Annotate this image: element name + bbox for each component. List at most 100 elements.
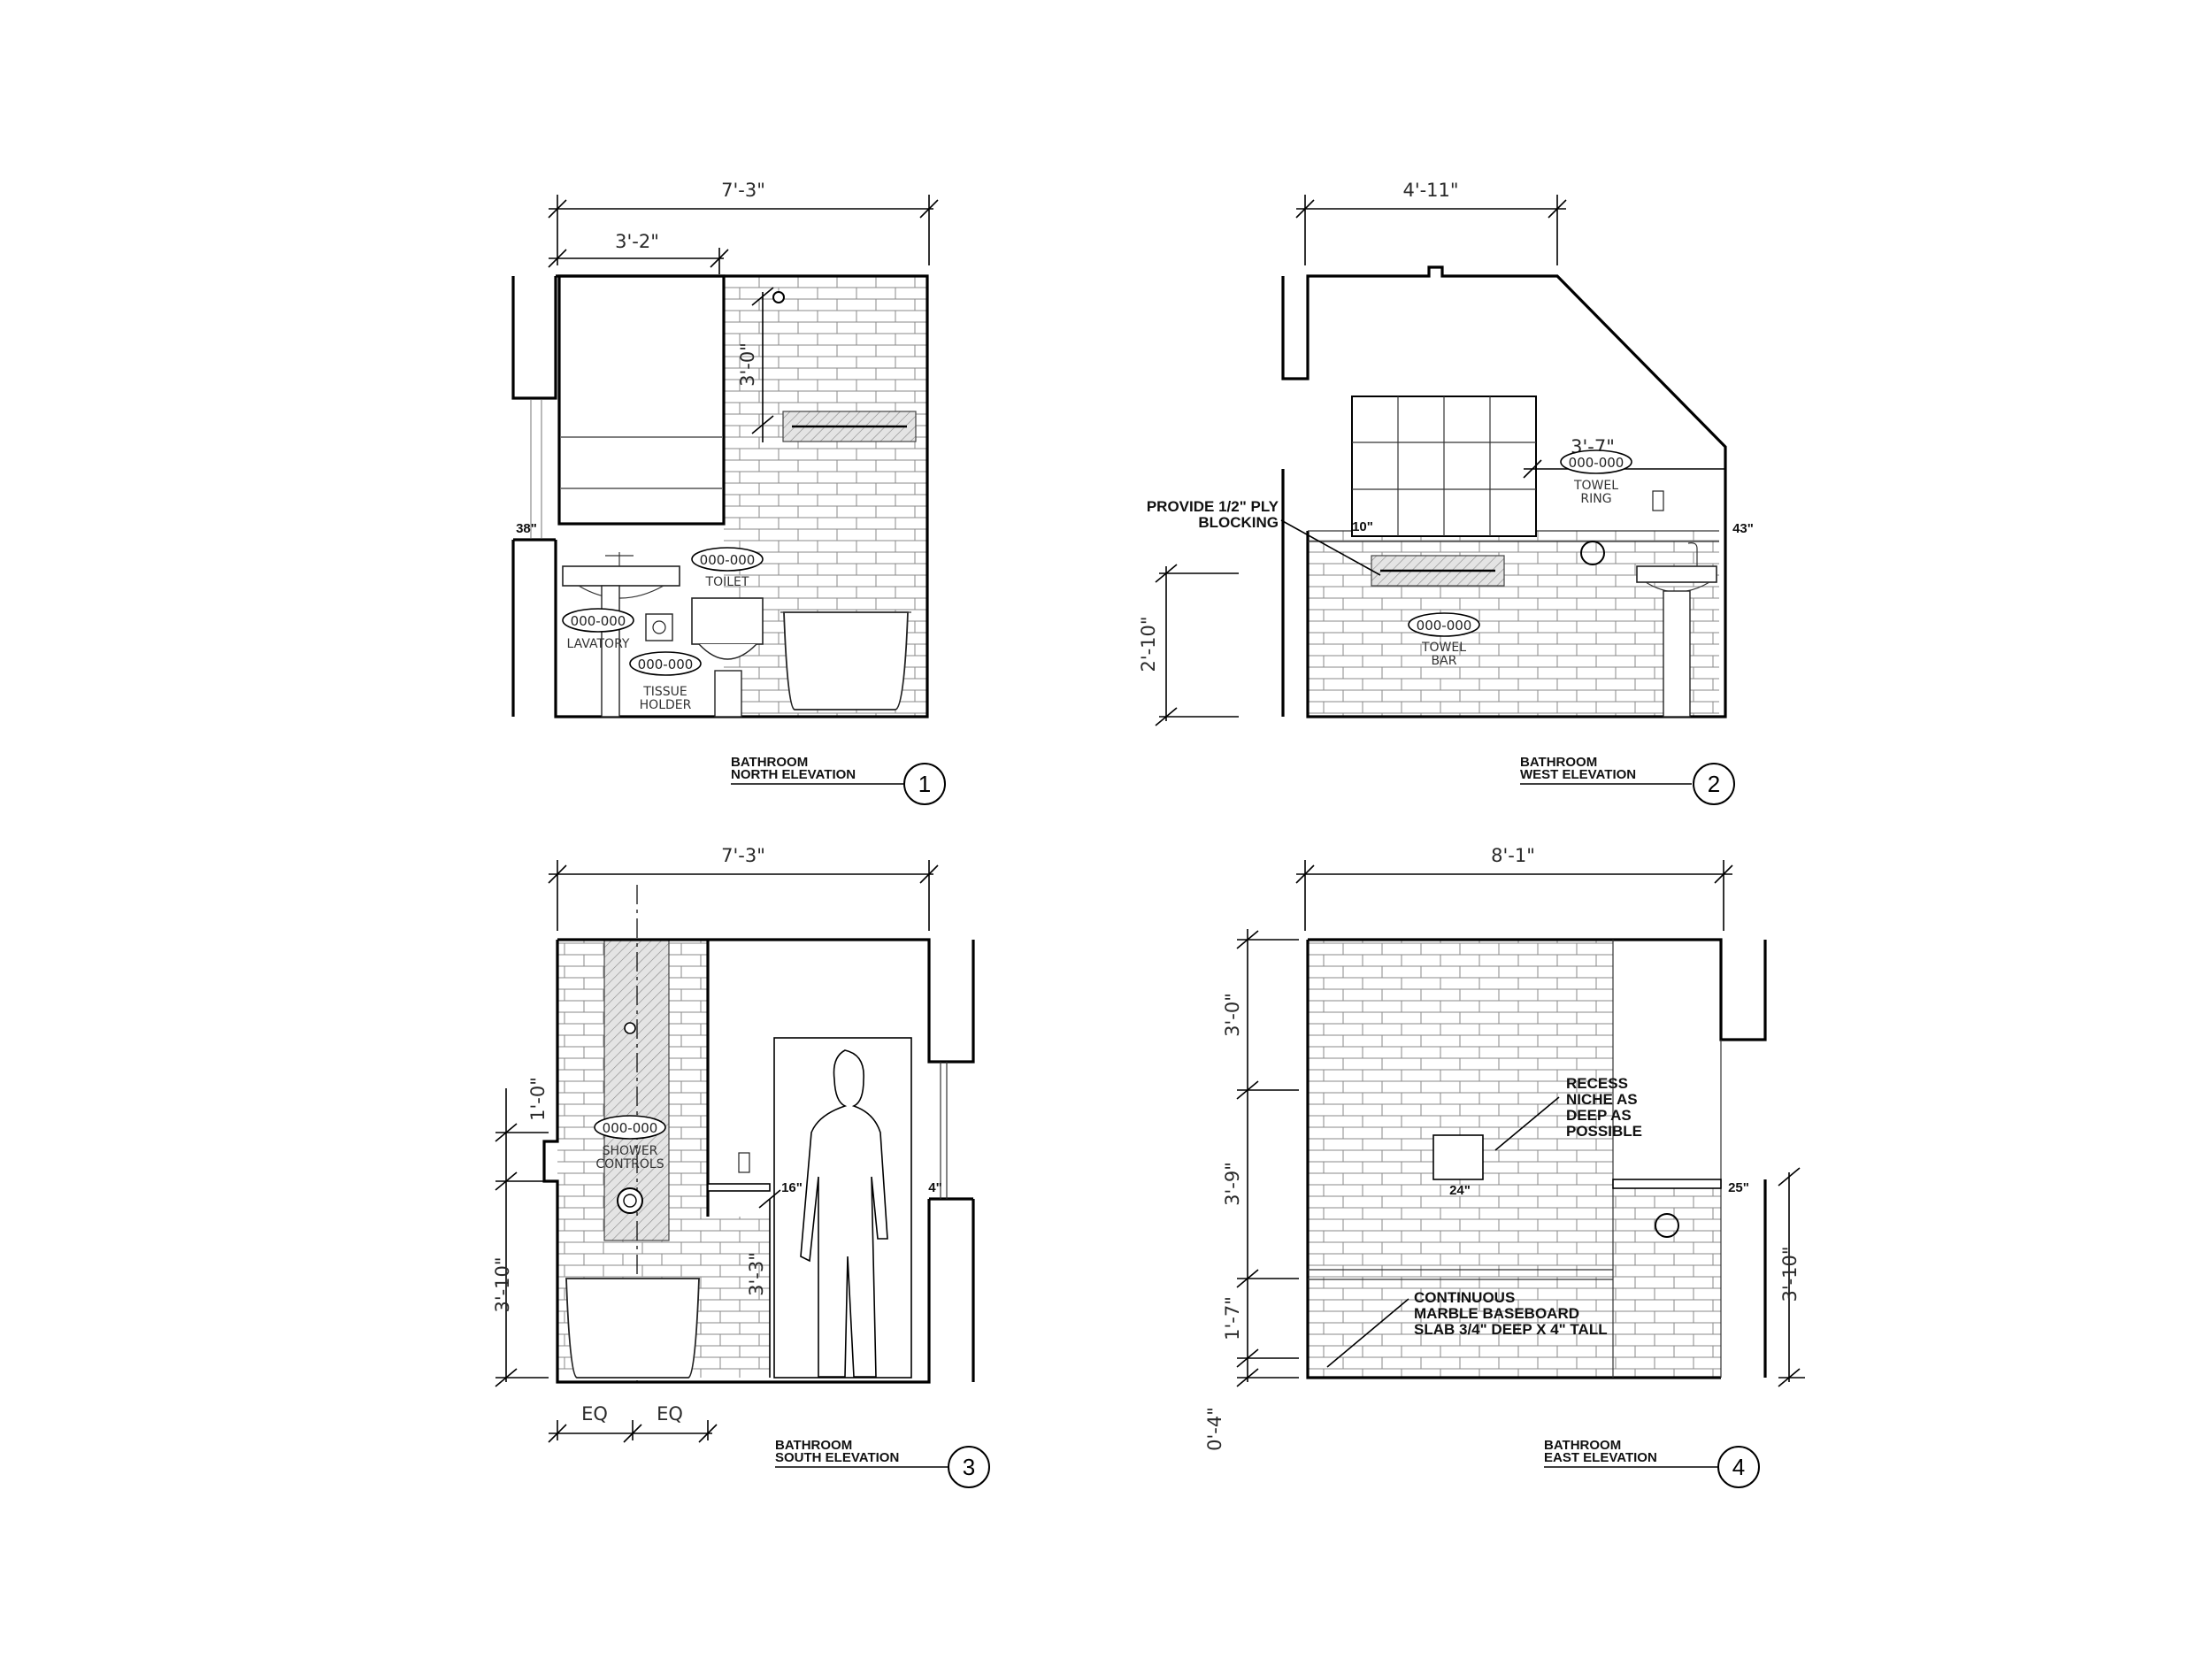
- switch-plate: [1652, 490, 1664, 511]
- view-number: 3: [963, 1454, 975, 1480]
- human-figure: [800, 1049, 888, 1378]
- note-line: PROVIDE 1/2" PLY: [1147, 498, 1279, 515]
- dimension-text: EQ: [657, 1403, 683, 1425]
- note-line: DEEP AS: [1566, 1107, 1632, 1124]
- view-title: BATHROOM SOUTH ELEVATION 3: [775, 1438, 990, 1488]
- height-mark: 43": [1732, 521, 1754, 536]
- view-title: BATHROOM EAST ELEVATION 4: [1544, 1438, 1760, 1488]
- tag-code: 000-000: [1569, 455, 1624, 471]
- view-title-line: BATHROOM: [731, 755, 808, 770]
- subway-tile-wall: [1308, 531, 1719, 717]
- view-number: 4: [1732, 1454, 1745, 1480]
- tag-label: TISSUE: [642, 685, 687, 699]
- dimension-text: 3'-10": [492, 1256, 513, 1312]
- view-title: BATHROOM WEST ELEVATION 2: [1520, 755, 1735, 805]
- bathtub: [565, 1278, 700, 1379]
- tag-label: HOLDER: [640, 698, 692, 712]
- tag-label: SHOWER: [603, 1144, 658, 1158]
- view-title: BATHROOM NORTH ELEVATION 1: [731, 755, 946, 805]
- height-mark: 16": [781, 1180, 803, 1195]
- vertical-dimension: 3'-3": [746, 1189, 781, 1378]
- bathtub: [780, 611, 911, 710]
- dimension-text: 0'-4": [1204, 1407, 1225, 1451]
- tag-label: CONTROLS: [595, 1157, 664, 1171]
- towel-ring-icon: [1580, 541, 1605, 565]
- overall-dimension: 4'-11": [1295, 180, 1567, 265]
- shelf: [707, 1183, 771, 1192]
- note-line: SLAB 3/4" DEEP X 4" TALL: [1414, 1321, 1608, 1338]
- note-baseboard: CONTINUOUS MARBLE BASEBOARD SLAB 3/4" DE…: [1326, 1289, 1608, 1368]
- tag-toilet: 000-000 TOILET: [691, 547, 764, 589]
- width-mark: 24": [1449, 1183, 1471, 1198]
- note-line: BLOCKING: [1198, 514, 1279, 531]
- tag-label: TOILET: [705, 575, 749, 589]
- overall-dimension: 8'-1": [1295, 845, 1733, 931]
- dimension-text: 4'-11": [1402, 180, 1458, 201]
- note-line: MARBLE BASEBOARD: [1414, 1305, 1579, 1322]
- height-mark: 4": [928, 1180, 941, 1195]
- tag-label: TOWEL: [1421, 641, 1466, 655]
- dimension-text: 3'-10": [1779, 1246, 1801, 1302]
- view-number: 1: [918, 771, 931, 797]
- view-title-line: BATHROOM: [1544, 1438, 1621, 1453]
- height-mark: 25": [1728, 1180, 1749, 1195]
- south-elevation: 7'-3" 1'-0" 3': [492, 845, 990, 1488]
- vertical-dimension: 2'-10": [1138, 564, 1239, 726]
- note-line: NICHE AS: [1566, 1091, 1638, 1108]
- window-alcove: [557, 274, 726, 526]
- dimension-text: EQ: [581, 1403, 608, 1425]
- height-mark: 38": [516, 521, 537, 536]
- tag-code: 000-000: [1417, 618, 1472, 634]
- view-subtitle: SOUTH ELEVATION: [775, 1450, 899, 1465]
- note-line: RECESS: [1566, 1075, 1628, 1092]
- vertical-dimension: 3'-10": [1778, 1167, 1805, 1387]
- tag-code: 000-000: [638, 657, 694, 672]
- switch-plate: [738, 1152, 750, 1173]
- dimension-text: 7'-3": [721, 845, 765, 866]
- note-blocking: PROVIDE 1/2" PLY BLOCKING: [1147, 498, 1381, 576]
- vertical-dimension: 1'-0" 3'-10": [492, 1077, 549, 1387]
- east-elevation: 8'-1" 24" 25" 3'-0" 3'-9" 1: [1204, 845, 1805, 1488]
- dimension-text: 3'-0": [1222, 993, 1243, 1037]
- vertical-dimension: 3'-0" 3'-9" 1'-7" 0'-4": [1204, 929, 1299, 1451]
- tag-label: TOWEL: [1573, 479, 1618, 493]
- dimension-text: 2'-10": [1138, 616, 1159, 672]
- overall-dimension: 7'-3": [548, 180, 939, 265]
- view-subtitle: NORTH ELEVATION: [731, 767, 856, 782]
- dimension-text: 3'-9": [1222, 1162, 1243, 1206]
- tag-label: RING: [1580, 492, 1611, 506]
- view-subtitle: EAST ELEVATION: [1544, 1450, 1657, 1465]
- note-line: CONTINUOUS: [1414, 1289, 1515, 1306]
- tag-code: 000-000: [603, 1120, 658, 1136]
- shower-valve-icon: [617, 1187, 643, 1214]
- tissue-holder: [645, 613, 673, 641]
- recess-niche: [1432, 1134, 1484, 1180]
- glass-block-window: [1351, 396, 1537, 537]
- dimension-text: 3'-2": [615, 231, 659, 252]
- tag-towel-bar: 000-000 TOWEL BAR: [1408, 612, 1480, 668]
- view-number: 2: [1708, 771, 1720, 797]
- dimension-text: 3'-0": [737, 342, 758, 387]
- shelf: [1612, 1179, 1722, 1189]
- tag-lavatory: 000-000 LAVATORY: [562, 608, 634, 651]
- note-recess-niche: RECESS NICHE AS DEEP AS POSSIBLE: [1494, 1075, 1642, 1151]
- dimension-text: 1'-7": [1222, 1296, 1243, 1340]
- shower-head-icon: [624, 1022, 636, 1034]
- tag-code: 000-000: [700, 552, 756, 568]
- west-elevation: 4'-11" 3'-7": [1138, 180, 1754, 805]
- partial-dimension: 3'-2": [548, 231, 729, 274]
- tag-code: 000-000: [571, 613, 626, 629]
- overall-dimension: 7'-3": [548, 845, 939, 931]
- dimension-text: 1'-0": [527, 1077, 549, 1121]
- dimension-text: 7'-3": [721, 180, 765, 201]
- tag-label: LAVATORY: [567, 637, 630, 651]
- note-line: POSSIBLE: [1566, 1123, 1642, 1140]
- north-elevation: 7'-3" 3'-2" 38" 3'-0": [511, 180, 946, 805]
- eq-dimension: EQ EQ: [548, 1403, 718, 1443]
- view-title-line: BATHROOM: [775, 1438, 852, 1453]
- view-title-line: BATHROOM: [1520, 755, 1597, 770]
- height-mark: 10": [1352, 519, 1373, 534]
- vertical-dimension: 3'-0": [737, 287, 774, 442]
- toilet: [691, 597, 764, 718]
